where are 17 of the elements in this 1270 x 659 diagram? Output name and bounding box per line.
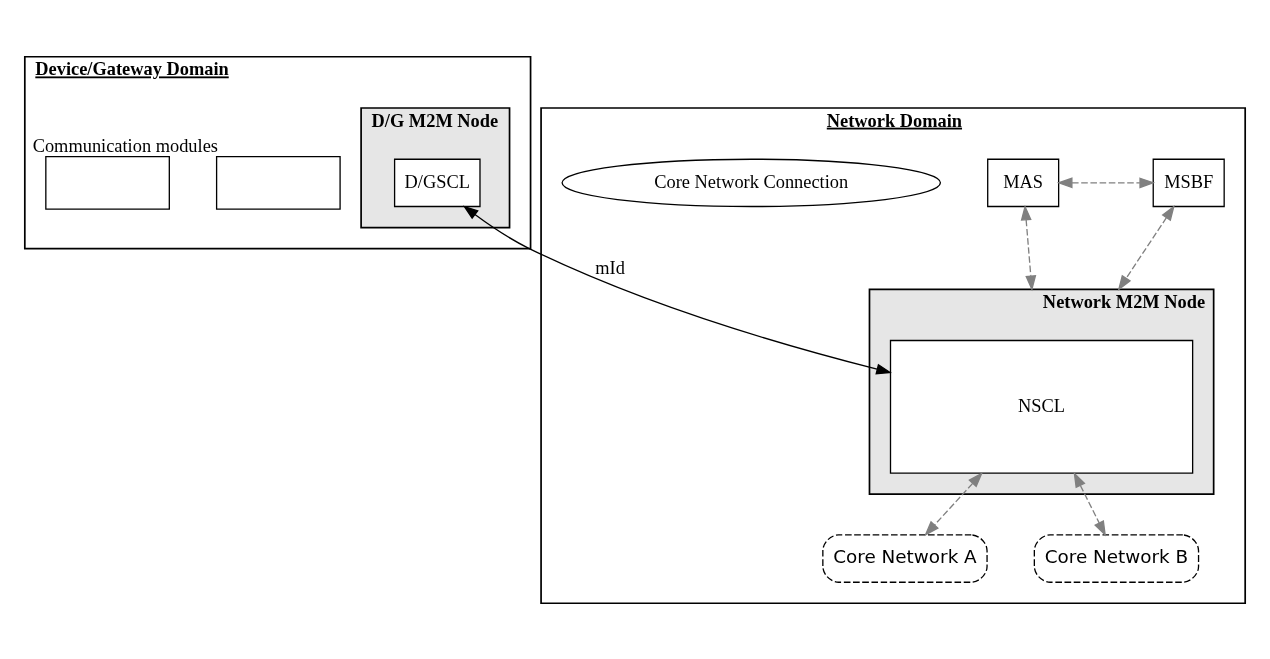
arrow bbox=[924, 471, 983, 536]
arrow bbox=[1056, 176, 1156, 188]
node-box: D/GSCL bbox=[393, 158, 481, 207]
node-box: MAS bbox=[987, 158, 1060, 207]
node-box bbox=[45, 155, 170, 210]
node-label: Communication modules bbox=[32, 135, 218, 156]
node-box bbox=[215, 155, 341, 210]
arrow bbox=[462, 204, 892, 374]
arrow bbox=[1117, 204, 1175, 291]
node-box: Core Network B bbox=[1033, 533, 1200, 583]
node-box: MSBF bbox=[1152, 158, 1225, 207]
edge-label: mId bbox=[595, 257, 625, 278]
node-ellipse: Core Network Connection bbox=[561, 158, 942, 207]
arrow bbox=[1020, 204, 1037, 291]
arrow bbox=[1073, 471, 1107, 537]
node-box: NSCL bbox=[889, 339, 1194, 474]
node-box: Core Network A bbox=[822, 533, 988, 583]
